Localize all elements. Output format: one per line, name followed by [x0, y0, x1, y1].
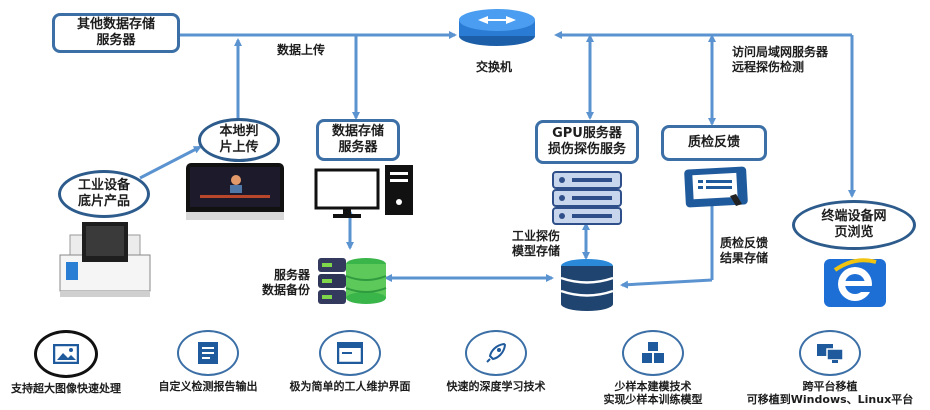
gpu-server-rack-icon	[552, 171, 622, 225]
other-storage-server-line2: 服务器	[96, 33, 136, 48]
feature-deep-learning: 快速的深度学习技术	[436, 330, 556, 393]
lan-access-line1: 访问局域网服务器	[732, 45, 829, 59]
browser-logo-icon	[824, 258, 886, 307]
connector-lines	[139, 31, 856, 289]
qc-feedback-box: 质检反馈	[661, 125, 767, 161]
terminal-line1: 终端设备网	[821, 209, 887, 224]
monitors-icon	[799, 330, 861, 376]
industrial-line2: 底片产品	[77, 194, 130, 209]
feature-simple-ui: 极为简单的工人维护界面	[282, 330, 418, 393]
feature-custom-report-text: 自定义检测报告输出	[158, 380, 258, 393]
qc-feedback-text: 质检反馈	[687, 135, 740, 150]
feature-simple-ui-text: 极为简单的工人维护界面	[289, 380, 411, 393]
lan-access-label: 访问局域网服务器 远程探伤检测	[732, 45, 828, 75]
image-icon	[34, 330, 98, 378]
industrial-scanner-icon	[59, 222, 151, 297]
switch-router-icon	[459, 9, 535, 46]
feature-custom-report: 自定义检测报告输出	[148, 330, 268, 393]
terminal-line2: 页浏览	[834, 225, 874, 240]
qc-result-label: 质检反馈 结果存储	[720, 236, 768, 266]
feature-cross-platform: 跨平台移植 可移植到Windows、Linux平台	[740, 330, 920, 406]
feature-few-shot: 少样本建模技术 实现少样本训练模型	[593, 330, 713, 406]
gpu-server-box: GPU服务器 损伤探伤服务	[535, 120, 639, 164]
switch-label: 交换机	[476, 60, 513, 74]
terminal-browser-node: 终端设备网 页浏览	[792, 200, 916, 250]
gpu-server-line1: GPU服务器	[552, 126, 622, 141]
other-storage-server-line1: 其他数据存储	[76, 17, 155, 32]
cubes-icon	[622, 330, 684, 376]
local-upload-line1: 本地判	[219, 124, 259, 139]
report-icon	[177, 330, 239, 376]
local-upload-node: 本地判 片上传	[198, 118, 280, 162]
industrial-equipment-node: 工业设备 底片产品	[58, 170, 150, 218]
local-upload-line2: 片上传	[219, 140, 259, 155]
local-viewer-device-icon	[186, 163, 284, 220]
industrial-line1: 工业设备	[77, 178, 130, 193]
desktop-computer-icon	[314, 165, 413, 218]
feature-deep-learning-text: 快速的深度学习技术	[446, 380, 546, 393]
window-icon	[319, 330, 381, 376]
feature-few-shot-line2: 实现少样本训练模型	[603, 393, 703, 406]
feature-cross-platform-line1: 跨平台移植	[802, 380, 858, 393]
data-upload-label: 数据上传	[277, 43, 326, 57]
feature-few-shot-line1: 少样本建模技术	[614, 380, 692, 393]
qc-tablet-icon	[684, 166, 748, 208]
model-storage-label: 工业探伤 模型存储	[512, 229, 560, 259]
data-storage-line2: 服务器	[338, 140, 378, 155]
model-storage-line2: 模型存储	[512, 244, 561, 258]
gpu-server-line2: 损伤探伤服务	[547, 142, 626, 157]
model-database-icon	[560, 259, 614, 311]
feature-large-image-text: 支持超大图像快速处理	[11, 382, 121, 395]
model-storage-line1: 工业探伤	[512, 229, 561, 243]
qc-result-line2: 结果存储	[720, 251, 769, 265]
data-storage-line1: 数据存储	[331, 124, 384, 139]
lan-access-line2: 远程探伤检测	[732, 60, 805, 74]
backup-line2: 数据备份	[262, 283, 311, 297]
backup-label: 服务器 数据备份	[262, 268, 310, 298]
feature-cross-platform-line2: 可移植到Windows、Linux平台	[746, 393, 914, 406]
rocket-icon	[465, 330, 527, 376]
feature-large-image: 支持超大图像快速处理	[6, 330, 126, 395]
data-storage-server-box: 数据存储 服务器	[316, 119, 400, 161]
other-storage-server-box: 其他数据存储 服务器	[52, 13, 180, 53]
backup-line1: 服务器	[274, 268, 311, 282]
backup-database-icon	[318, 258, 387, 304]
qc-result-line1: 质检反馈	[720, 236, 769, 250]
